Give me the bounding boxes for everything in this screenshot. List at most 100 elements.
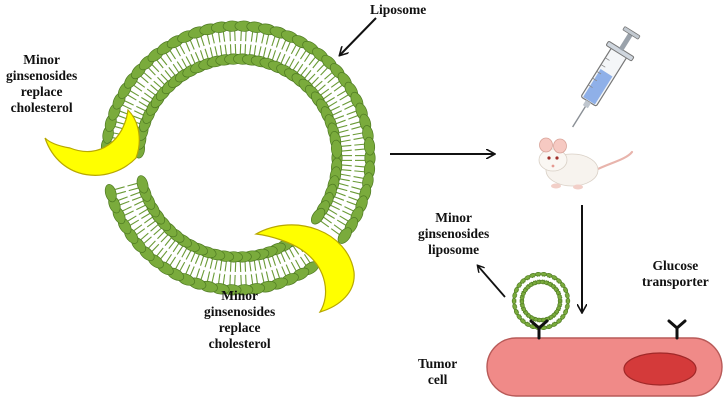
lipid-tail (285, 251, 290, 260)
lipid-tail (342, 170, 352, 171)
lipid-tail (325, 73, 332, 79)
lipid-tail (251, 274, 252, 284)
lipid-tail (161, 251, 167, 259)
lipid-tail (223, 274, 224, 284)
lipid-tail (166, 53, 171, 61)
small-liposome-pointer-arrow (478, 266, 505, 297)
lipid-tail (154, 228, 161, 234)
tumor-cell-label: Tumor cell (418, 356, 457, 388)
lipid-tail (169, 67, 175, 75)
lipid-tail (210, 47, 212, 57)
glucose-transporter-label: Glucose transporter (642, 258, 709, 290)
lipid-tail (256, 274, 257, 284)
lipid-tail (281, 253, 285, 262)
lipid-tail (195, 52, 199, 61)
lipid-tail (340, 179, 350, 181)
lipid-tail (147, 221, 155, 227)
lipid-tail (300, 51, 305, 59)
lipid-tail (281, 54, 285, 63)
lipid-tail (149, 241, 156, 248)
lipid-tail (342, 211, 351, 215)
lipid-tail (342, 150, 352, 151)
lipid-tail (116, 191, 125, 194)
lipid-tail (173, 64, 178, 72)
lipid-tail (180, 45, 185, 54)
lipid-tail (182, 249, 187, 258)
minor-ginsenosides-liposome (512, 272, 570, 330)
lipid-tail (334, 85, 342, 91)
lipid-tail (254, 261, 255, 271)
lipid-head (512, 298, 516, 304)
lipid-tail (286, 42, 290, 51)
lipid-tail (334, 225, 342, 231)
lipid-tail (139, 209, 147, 214)
lipid-tail (350, 122, 359, 125)
lipid-head (557, 294, 562, 301)
lipid-tail (289, 249, 294, 258)
lipid-tail (331, 82, 339, 88)
lipid-head (512, 303, 517, 310)
lipid-tail (195, 255, 199, 264)
lipid-tail (266, 35, 268, 45)
lipid-head (566, 298, 570, 304)
lipid-tail (301, 67, 307, 75)
lipid-tail (276, 38, 279, 47)
syringe-icon (560, 23, 645, 135)
lipid-tail (220, 261, 221, 271)
lipid-tail (149, 68, 156, 75)
lipid-head (565, 292, 570, 299)
lipid-tail (331, 229, 339, 235)
lipid-tail (340, 135, 350, 137)
lipid-tail (157, 232, 164, 239)
lipid-tail (128, 216, 136, 221)
lipid-tail (132, 197, 141, 200)
lipid-tail (289, 59, 294, 68)
lipid-tail (329, 102, 337, 107)
lipid-tail (340, 95, 348, 100)
lipid-tail (342, 101, 351, 105)
liposome-pointer-arrow (340, 18, 376, 55)
lipid-tail (355, 149, 365, 150)
lipid-tail (326, 214, 334, 219)
lipid-tail (354, 177, 364, 179)
lipid-tail (129, 188, 138, 191)
lipid-tail (134, 111, 143, 115)
lipid-tail (123, 207, 132, 211)
lipid-tail (336, 192, 345, 195)
lipid-tail (223, 32, 224, 42)
lipid-tail (347, 201, 356, 204)
lipid-tail (268, 258, 271, 267)
lipid-tail (250, 262, 251, 272)
lipid-tail (282, 40, 286, 49)
lipid-tail (207, 35, 209, 45)
lipid-tail (338, 125, 347, 128)
mouse-icon (539, 138, 632, 190)
lipid-tail (161, 235, 168, 242)
lipid-tail (308, 74, 315, 81)
lipid-tail (157, 248, 163, 256)
lipid-tail (166, 254, 171, 262)
lipid-tail (324, 217, 332, 223)
lipid-tail (120, 201, 129, 204)
lipid-tail (309, 57, 315, 65)
lipid-tail (355, 166, 365, 167)
lipid-tail (304, 53, 309, 61)
lipid-tail (152, 244, 159, 251)
lipid-tail (262, 34, 264, 44)
lipid-tail (177, 62, 182, 70)
lipid-tail (141, 97, 149, 102)
lipid-tail (250, 45, 251, 55)
lipid-tail (328, 76, 335, 82)
lipid-tail (348, 197, 357, 200)
lipid-head (363, 137, 375, 156)
minor-ginsenosides-liposome-label: Minor ginsenosides liposome (418, 210, 489, 258)
lipid-tail (331, 106, 340, 110)
lipid-head (541, 272, 547, 276)
lipid-tail (324, 93, 332, 99)
lipid-tail (215, 260, 217, 270)
lipid-tail (141, 76, 148, 82)
lipid-tail (333, 111, 342, 115)
lipid-tail (291, 45, 296, 54)
lipid-tail (333, 201, 342, 205)
